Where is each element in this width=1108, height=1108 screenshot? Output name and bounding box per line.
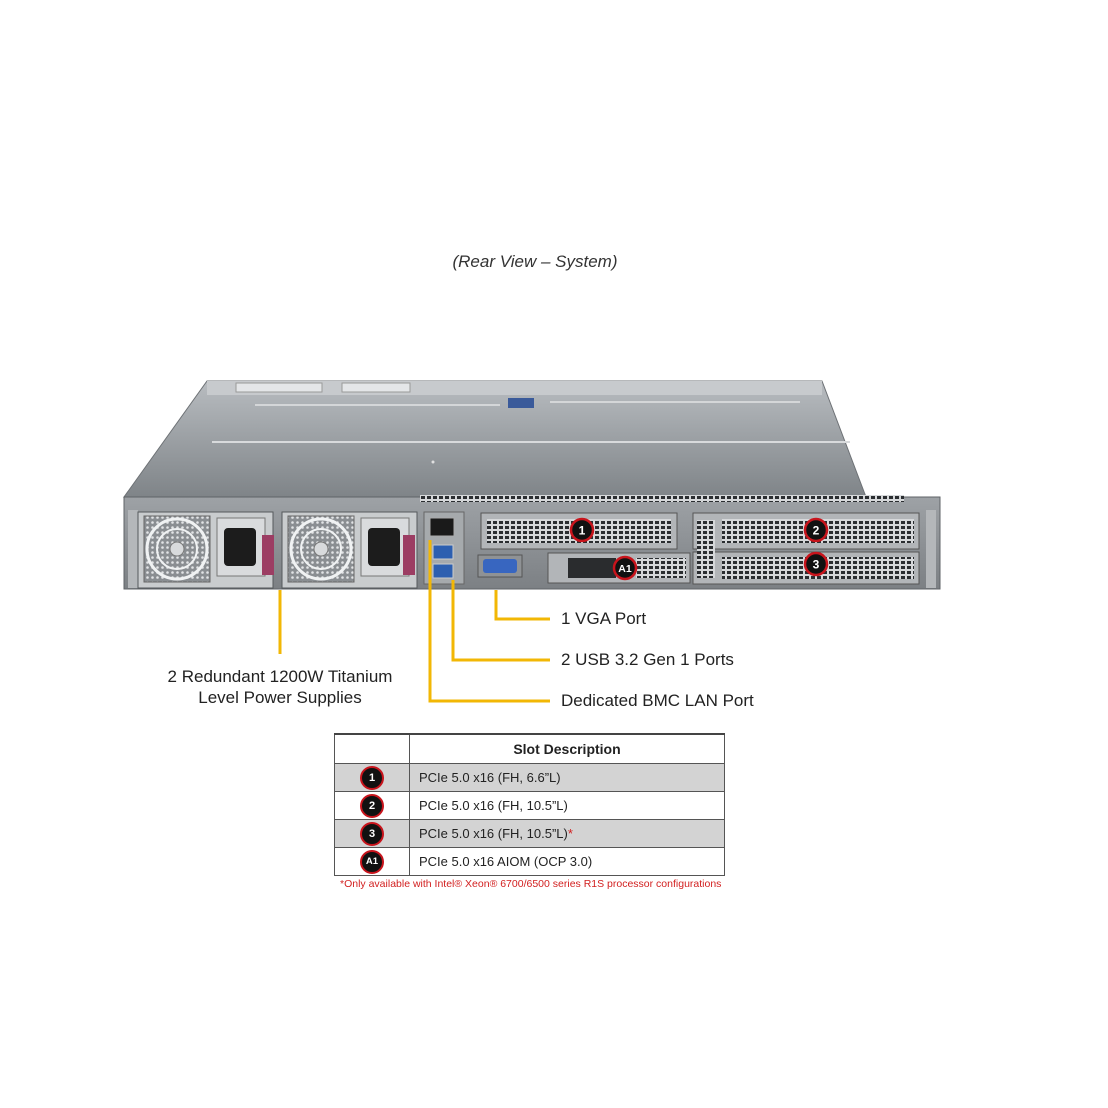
table-row: 2 PCIe 5.0 x16 (FH, 10.5”L) (334, 791, 725, 820)
slot-description: PCIe 5.0 x16 (FH, 10.5”L) (419, 798, 568, 813)
slot-marker-2: 2 (803, 517, 829, 543)
slot-description: PCIe 5.0 x16 (FH, 10.5”L) (419, 826, 568, 841)
slot-marker-label: 3 (813, 558, 820, 572)
vga-callout-line (494, 590, 550, 621)
callout-lines (278, 540, 550, 703)
page-title: (Rear View – System) (452, 252, 618, 271)
table-row: 3 PCIe 5.0 x16 (FH, 10.5”L)* (334, 819, 725, 848)
asterisk: * (567, 826, 573, 841)
footnote: *Only available with Intel® Xeon® 6700/6… (340, 878, 722, 890)
slot-description-table: Slot Description 1 PCIe 5.0 x16 (FH, 6.6… (334, 733, 725, 876)
slot-marker-3: 3 (803, 551, 829, 577)
power-supply-1 (137, 511, 274, 589)
slot-marker-label: 1 (579, 524, 586, 538)
usb-port-1 (432, 544, 454, 560)
power-supply-label-line-1: 2 Redundant 1200W Titanium (167, 667, 393, 686)
slot-marker-1: 1 (569, 517, 595, 543)
chassis-lid (123, 380, 867, 498)
slot-badge-1: 1 (360, 765, 384, 790)
slot-badge-a1: A1 (360, 849, 384, 874)
usb-port-2 (432, 563, 454, 579)
vga-port-label: 1 VGA Port (561, 609, 647, 628)
bmc-lan-port (429, 517, 455, 537)
slot-description: PCIe 5.0 x16 (FH, 6.6”L) (419, 770, 561, 785)
table-header-row: Slot Description (334, 733, 725, 764)
slot-badge-3: 3 (360, 821, 384, 846)
power-supply-label: 2 Redundant 1200W Titanium Level Power S… (130, 666, 430, 708)
slot-marker-a1: A1 (612, 555, 638, 581)
bmc-lan-port-label: Dedicated BMC LAN Port (561, 691, 754, 710)
table-header-slot-description: Slot Description (409, 733, 725, 764)
table-row: 1 PCIe 5.0 x16 (FH, 6.6”L) (334, 763, 725, 792)
usb-ports-label: 2 USB 3.2 Gen 1 Ports (561, 650, 734, 669)
slot-marker-label: A1 (618, 563, 632, 575)
slot-description: PCIe 5.0 x16 AIOM (OCP 3.0) (419, 854, 593, 869)
table-header-blank (334, 733, 410, 764)
power-supply-label-line-2: Level Power Supplies (198, 688, 362, 707)
table-row: A1 PCIe 5.0 x16 AIOM (OCP 3.0) (334, 847, 725, 876)
io-panel (423, 511, 920, 585)
vga-port (483, 559, 517, 573)
power-supply-2 (281, 511, 418, 589)
slot-marker-label: 2 (813, 524, 820, 538)
usb-callout-line (451, 580, 550, 662)
slot-badge-2: 2 (360, 793, 384, 818)
bmc-callout-line (428, 540, 550, 703)
